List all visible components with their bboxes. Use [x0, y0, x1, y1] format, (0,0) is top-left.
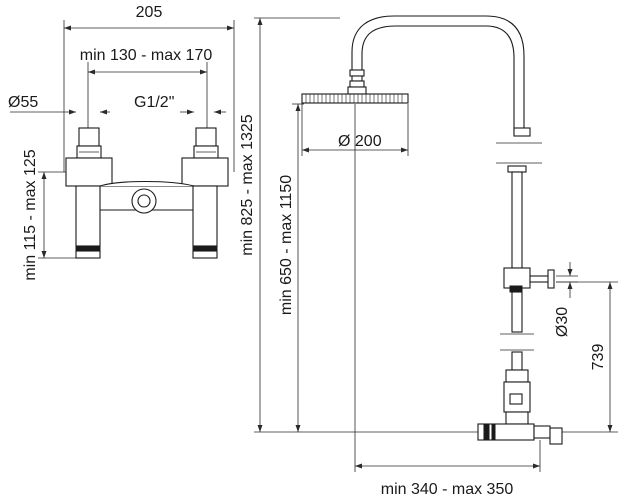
diverter-knob	[509, 393, 523, 405]
label-head-height: min 650 - max 1150	[278, 175, 295, 315]
slider-body	[503, 267, 531, 289]
label-205: 205	[136, 4, 163, 21]
label-spacing: min 130 - max 170	[80, 47, 213, 64]
bar-mixer-cap	[533, 425, 551, 439]
label-head-diameter: Ø 200	[338, 133, 382, 150]
mixer-knob-inner	[137, 194, 151, 208]
arm-collar	[513, 127, 531, 137]
rod-top-collar	[507, 165, 527, 173]
shower-arm	[351, 15, 525, 135]
swivel-4	[347, 86, 367, 95]
shower-column: min 825 - max 1325 min 650 - max 1150	[239, 15, 618, 498]
diverter-lower	[505, 411, 529, 425]
bar-mixer-ring	[491, 423, 496, 441]
left-leg	[75, 185, 101, 247]
diverter-body	[505, 369, 529, 383]
swivel-1	[349, 69, 365, 77]
label-bar-diameter: Ø30	[554, 307, 571, 337]
shower-head	[301, 93, 409, 104]
mixer-body-top	[99, 180, 195, 187]
vertical-rod	[511, 171, 523, 269]
bath-mixer: 205 min 130 - max 170 Ø55 G1/2" min 115 …	[8, 4, 235, 281]
right-leg-ring	[192, 245, 218, 252]
label-total-height: min 825 - max 1325	[239, 114, 256, 256]
left-leg-foot	[75, 250, 101, 259]
mixer-flange-left	[65, 157, 113, 187]
bar-mixer-end	[549, 427, 563, 445]
vertical-rod-lower	[511, 291, 523, 333]
label-diameter-55: Ø55	[8, 94, 38, 111]
label-reach: min 340 - max 350	[381, 481, 514, 498]
mixer-flange-right	[181, 157, 229, 187]
swivel-2	[351, 75, 363, 82]
bar-mixer-ring	[483, 423, 490, 441]
slider-knob	[509, 285, 523, 293]
shower-head-fins	[305, 94, 403, 103]
vertical-rod-base	[511, 351, 523, 371]
left-nut	[78, 127, 100, 147]
right-leg-foot	[192, 250, 218, 259]
right-nut	[195, 127, 217, 147]
label-739: 739	[590, 344, 607, 371]
slider-lever	[529, 275, 551, 283]
label-thread: G1/2"	[134, 94, 174, 111]
right-leg	[192, 185, 218, 247]
left-leg-ring	[75, 245, 101, 252]
swivel-3	[349, 80, 365, 88]
label-mixer-height: min 115 - max 125	[22, 149, 39, 280]
slider-cap	[547, 269, 555, 289]
